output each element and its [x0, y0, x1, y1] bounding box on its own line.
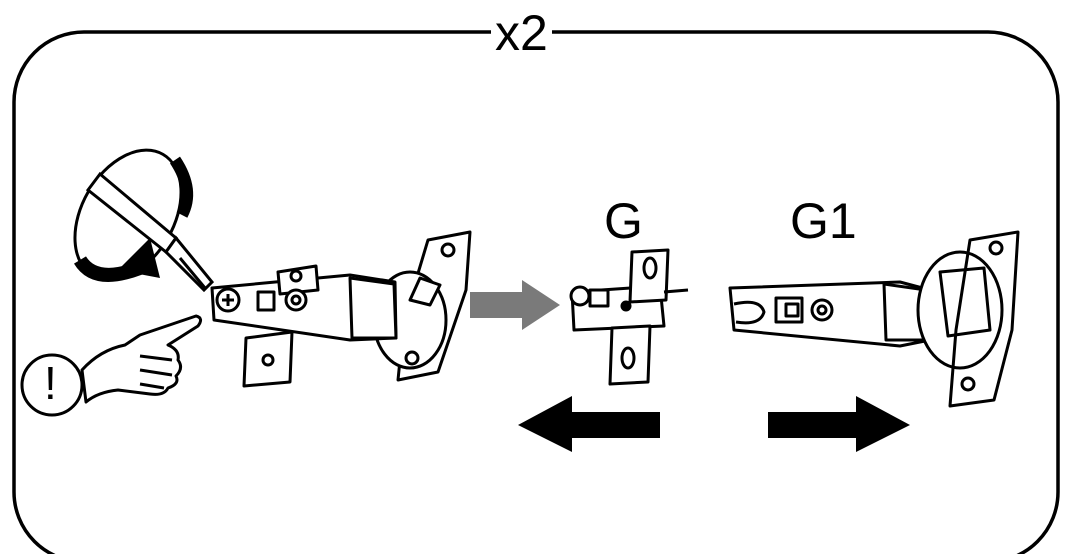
direction-arrow-icon: [470, 280, 560, 330]
mounting-plate-icon: [569, 248, 689, 386]
part-label-g1: G1: [790, 193, 857, 249]
hinge-icon: [728, 230, 1020, 408]
direction-arrow-icon: [768, 396, 910, 452]
warning-circle-icon: [20, 353, 84, 417]
part-label-g: G: [604, 193, 643, 249]
screwdriver-icon: [85, 171, 215, 293]
direction-arrow-icon: [518, 396, 660, 452]
warning-symbol: !: [44, 357, 57, 409]
quantity-label: x2: [491, 8, 552, 58]
pointing-hand-icon: [80, 314, 203, 404]
hinge-icon: [210, 230, 472, 388]
